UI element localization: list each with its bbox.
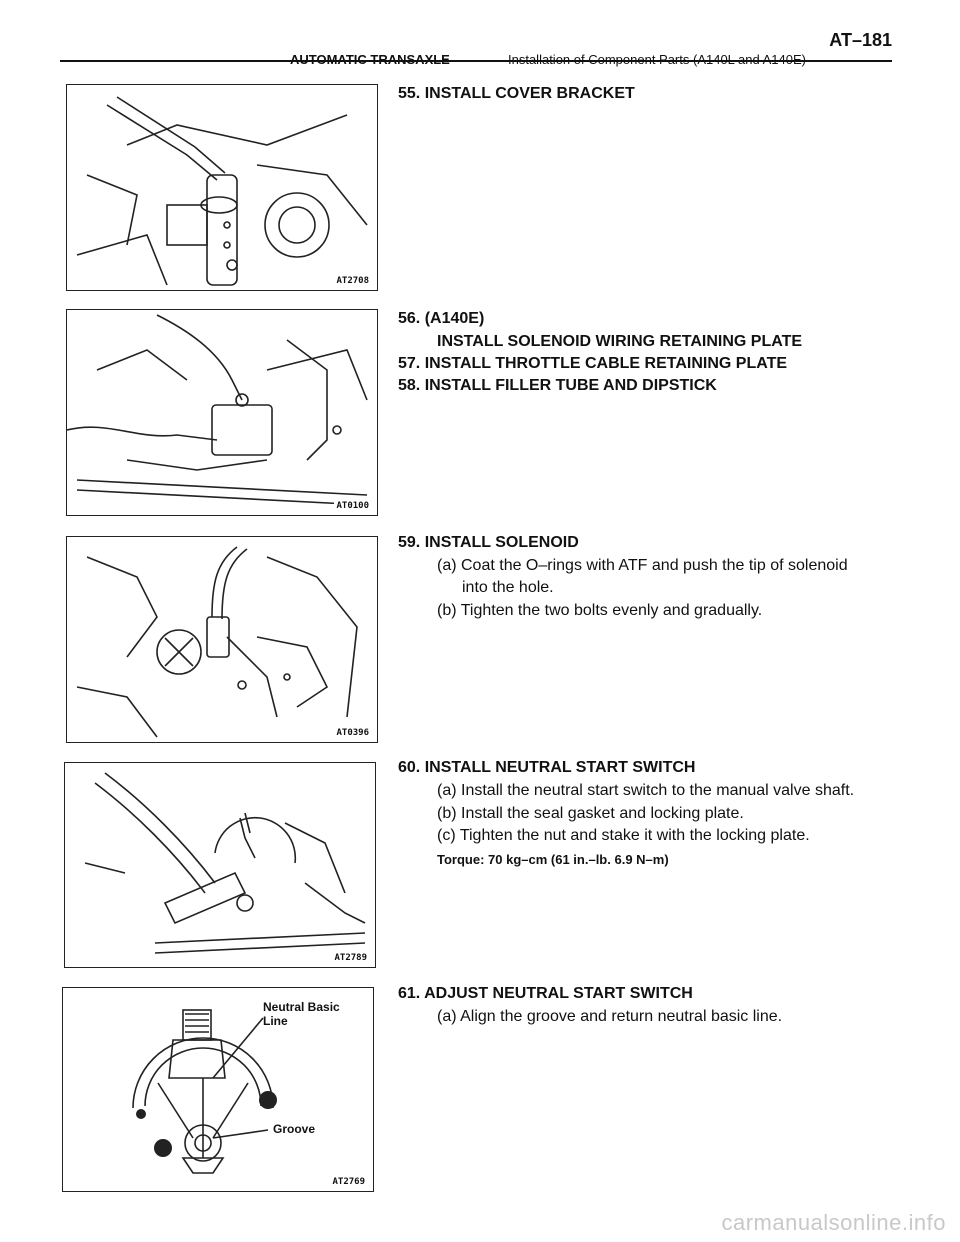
step-57-title: 57. INSTALL THROTTLE CABLE RETAINING PLA… [398,355,788,372]
step-60-c: (c) Tighten the nut and stake it with th… [437,827,810,844]
step-61-title: 61. ADJUST NEUTRAL START SWITCH [398,985,693,1002]
callout-groove: Groove [273,1122,316,1136]
step-61-a: (a) Align the groove and return neutral … [437,1008,783,1025]
figure-code: AT2769 [330,1177,367,1187]
figure-code: AT2789 [332,953,369,963]
step-60-b: (b) Install the seal gasket and locking … [437,805,744,822]
solenoid-illustration [76,546,358,738]
header-rule [60,60,892,62]
step-59-a-cont: into the hole. [462,579,554,596]
step-59-title: 59. INSTALL SOLENOID [398,534,579,551]
figure-code: AT0396 [334,728,371,738]
step-60-a: (a) Install the neutral start switch to … [437,782,855,799]
step-56-line2: INSTALL SOLENOID WIRING RETAINING PLATE [437,333,803,350]
step-55-title: 55. INSTALL COVER BRACKET [398,85,635,102]
watermark: carmanualsonline.info [721,1210,946,1235]
step-60-torque: Torque: 70 kg–cm (61 in.–lb. 6.9 N–m) [437,852,669,867]
header-subtitle: Installation of Component Parts (A140L a… [508,52,806,67]
figure-neutral-start-switch: AT2789 [64,762,376,968]
step-58-title: 58. INSTALL FILLER TUBE AND DIPSTICK [398,377,717,394]
figure-cover-bracket: AT2708 [66,84,378,291]
figure-solenoid: AT0396 [66,536,378,743]
neutral-switch-install-illustration [84,772,366,954]
figure-code: AT0100 [334,501,371,511]
figure-code: AT2708 [334,276,371,286]
neutral-switch-adjust-illustration [132,1009,277,1174]
page-number: AT–181 [829,30,892,50]
callout-neutral-basic-line: Neutral Basic Line [263,1000,353,1028]
cover-bracket-illustration [76,96,368,286]
header-separator: – [482,52,489,67]
wiring-plate-illustration [67,314,368,506]
page-header: AUTOMATIC TRANSAXLE – Installation of Co… [290,24,900,67]
header-section-title: AUTOMATIC TRANSAXLE [290,52,450,67]
step-59-b: (b) Tighten the two bolts evenly and gra… [437,602,763,619]
figure-adjust-switch: Neutral Basic Line Groove AT2769 [62,987,374,1192]
step-56-title: 56. (A140E) [398,310,485,327]
step-59-a: (a) Coat the O–rings with ATF and push t… [437,557,848,574]
callout-line-label: Neutral Basic Line [263,1000,340,1028]
step-60-title: 60. INSTALL NEUTRAL START SWITCH [398,759,696,776]
figure-solenoid-wiring: AT0100 [66,309,378,516]
